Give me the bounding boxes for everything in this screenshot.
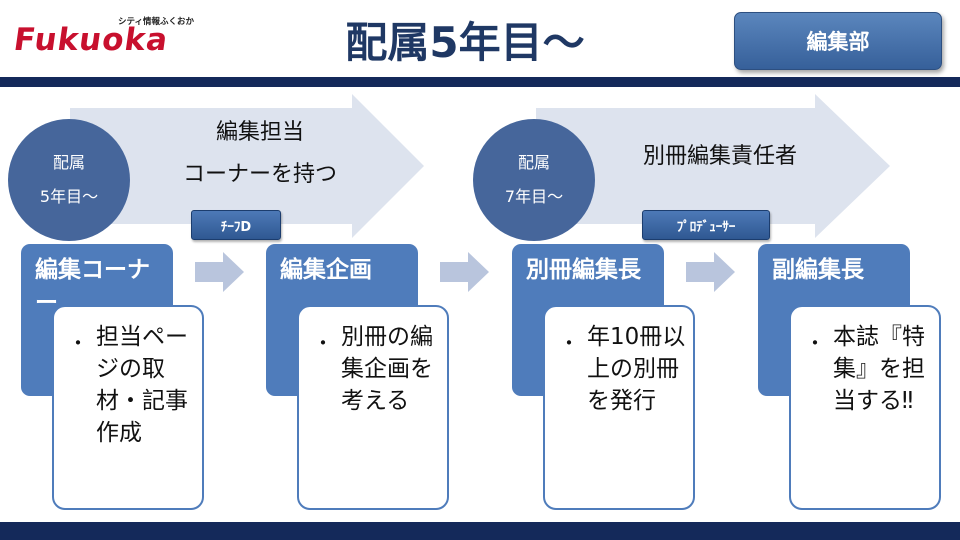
tag-chief-director: ﾁｰﾌD: [191, 210, 281, 240]
stage-2-bullet: ・: [313, 331, 333, 355]
stage-arrow-1: [195, 252, 244, 292]
footer-band: [0, 522, 960, 540]
phase-circle-2: 配属 7年目〜: [473, 119, 595, 241]
stage-2-detail-text: 別冊の編集企画を考える: [341, 324, 433, 414]
stage-4-title: 副編集長: [772, 257, 864, 283]
stage-3-detail-text: 年10冊以上の別冊を発行: [587, 324, 686, 414]
stage-arrow-2: [440, 252, 489, 292]
stage-3-detail: ・ 年10冊以上の別冊を発行: [543, 305, 695, 510]
phase-2-text: 別冊編集責任者: [610, 138, 830, 176]
stage-4-detail-text: 本誌『特集』を担当する‼: [833, 324, 925, 414]
phase-arrow-2: [536, 94, 890, 238]
phase-circle-2-line1: 配属: [517, 153, 550, 172]
stage-2-detail: ・ 別冊の編集企画を考える: [297, 305, 449, 510]
logo-tagline: シティ情報ふくおか: [118, 17, 194, 27]
stage-4-bullet: ・: [805, 331, 825, 355]
stage-arrows: [195, 252, 735, 292]
department-button[interactable]: 編集部: [734, 12, 942, 70]
stage-3-bullet: ・: [559, 331, 579, 355]
stage-1-detail: ・ 担当ページの取材・記事作成: [52, 305, 204, 510]
phase-1-text-line1: 編集担当: [215, 120, 304, 145]
phase-1-text-line2: コーナーを持つ: [182, 162, 337, 187]
phase-arrows: [70, 94, 890, 238]
stage-arrow-3: [686, 252, 735, 292]
phase-arrow-1: [70, 94, 424, 238]
phase-circle-1: 配属 5年目〜: [8, 119, 130, 241]
page-title: 配属5年目〜: [345, 18, 585, 67]
header-divider: [0, 77, 960, 87]
stage-1-bullet: ・: [68, 331, 88, 355]
logo: Fukuoka: [11, 22, 171, 58]
stage-2-title: 編集企画: [280, 257, 372, 283]
phase-1-text: 編集担当 コーナーを持つ: [150, 114, 370, 194]
stage-3-title: 別冊編集長: [526, 257, 641, 283]
stage-4-detail: ・ 本誌『特集』を担当する‼: [789, 305, 941, 510]
tag-producer: ﾌﾟﾛﾃﾞｭｰｻｰ: [642, 210, 770, 240]
stage-1-title: 編集コーナー: [35, 257, 150, 316]
phase-circle-2-line2: 7年目〜: [504, 187, 564, 206]
stage-1-detail-text: 担当ページの取材・記事作成: [96, 324, 188, 446]
phase-circle-1-line2: 5年目〜: [39, 187, 99, 206]
phase-circle-1-line1: 配属: [52, 153, 85, 172]
phase-2-text-line1: 別冊編集責任者: [642, 144, 797, 169]
